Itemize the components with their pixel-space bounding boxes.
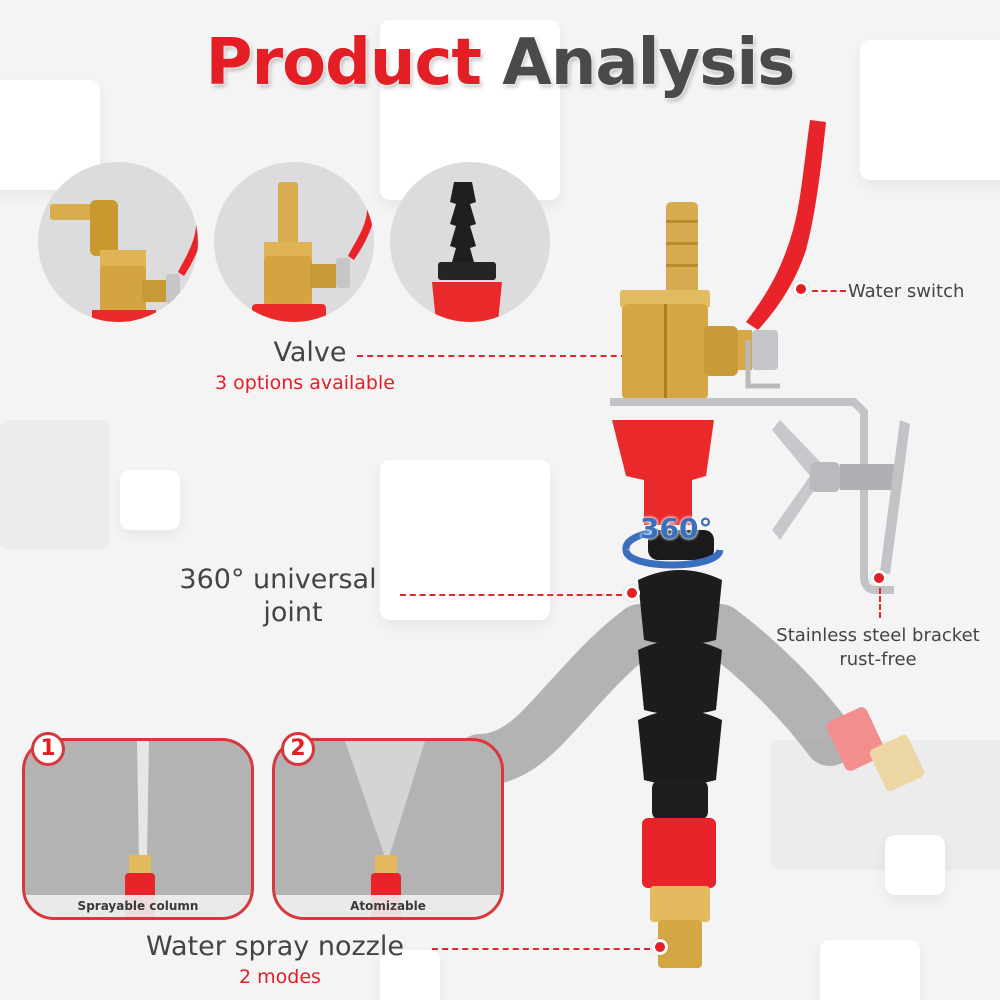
joint-leader-line (400, 594, 622, 596)
bracket-label-line1: Stainless steel bracket (776, 625, 980, 646)
rotation-badge-text: 360° (640, 512, 713, 545)
rotation-360-icon (622, 528, 724, 569)
valve-option-1 (38, 162, 198, 322)
mode-caption: Atomizable (275, 895, 501, 917)
bracket-leader-line (879, 588, 881, 618)
bracket-label-line2: rust-free (839, 649, 917, 670)
valve-option-2 (214, 162, 374, 322)
bg-tile (120, 470, 180, 530)
nozzle-sublabel: 2 modes (239, 966, 321, 988)
plastic-barb-icon (432, 182, 502, 322)
joint-callout-dot (624, 585, 640, 601)
title-product: Product (205, 26, 482, 100)
bracket-callout-dot (871, 570, 887, 586)
spray-column-icon (125, 741, 155, 917)
bg-tile (885, 835, 945, 895)
bg-tile (820, 940, 920, 1000)
main-product-illustration (454, 120, 925, 968)
atomize-spray-icon (345, 741, 425, 917)
nozzle-mode-card-2: Atomizable (272, 738, 504, 920)
elbow-valve-icon (50, 200, 198, 322)
water-switch-label: Water switch (848, 281, 965, 302)
water-switch-leader (812, 290, 846, 292)
valve-sublabel: 3 options available (215, 372, 395, 394)
nozzle-leader-line (432, 948, 650, 950)
bg-tile (380, 950, 440, 1000)
water-switch-dot (793, 281, 809, 297)
bg-tile (0, 420, 110, 550)
nozzle-mode-card-1: Sprayable column (22, 738, 254, 920)
valve-option-3 (390, 162, 550, 322)
straight-valve-icon (252, 182, 374, 322)
nozzle-label: Water spray nozzle (146, 931, 404, 962)
valve-label: Valve (273, 337, 347, 368)
bg-tile (380, 460, 550, 620)
mode-number-badge: 2 (281, 732, 315, 766)
bg-tile (860, 40, 1000, 180)
mode-caption: Sprayable column (25, 895, 251, 917)
mode-number-badge: 1 (31, 732, 65, 766)
valve-leader-line (357, 355, 637, 357)
title-analysis: Analysis (502, 26, 795, 100)
joint-label-line2: joint (263, 597, 323, 628)
joint-label-line1: 360° universal (179, 564, 377, 595)
nozzle-callout-dot (652, 939, 668, 955)
page-title: Product Analysis (0, 26, 1000, 100)
